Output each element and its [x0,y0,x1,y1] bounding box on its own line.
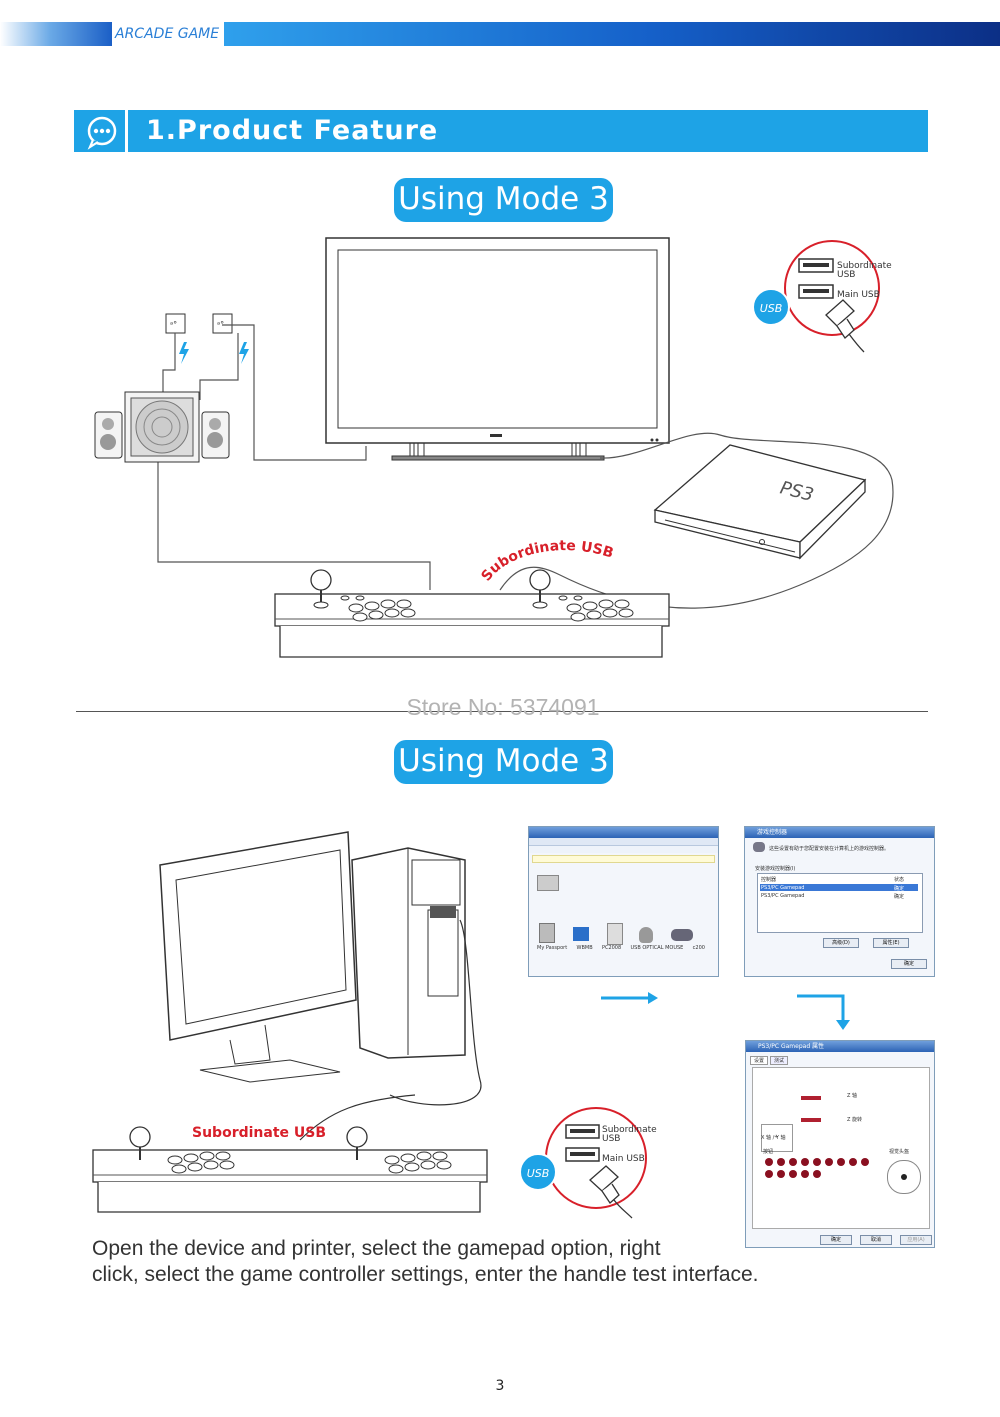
arrow-down-icon [797,994,850,1030]
gamepad-icon [671,929,693,941]
store-watermark: Store No: 5374091 [406,694,600,720]
tab-strip: 设置 测试 [750,1056,789,1065]
lightning-icon [179,342,249,364]
page-number: 3 [495,1378,505,1394]
tv-icon [325,237,670,461]
window-titlebar [529,827,718,838]
usb-plug-icon [825,299,865,353]
apply-button[interactable]: 应用(A) [900,1235,932,1245]
pov-hat-indicator [887,1160,921,1194]
advanced-button[interactable]: 高级(D) [823,938,859,948]
pc-setup-diagram: Subordinate USB Subordinate USB Main USB… [92,831,850,1219]
section-header-bar [74,110,928,152]
printer-icon [537,875,559,891]
svg-text:USB: USB [837,270,855,280]
caption-line-2: click, select the game controller settin… [92,1263,759,1286]
window-titlebar: 游戏控制器 [745,827,934,838]
arcade-controller-icon [92,1126,488,1213]
svg-text:Subordinate: Subordinate [602,1125,657,1135]
header-gradient-right [224,22,1000,46]
controllers-window-screenshot: 游戏控制器 这些设置有助于您配置安装在计算机上的游戏控制器。 安装游戏控制器(I… [744,826,935,977]
chat-bubble-icon [87,116,117,150]
svg-text:Main USB: Main USB [602,1154,645,1164]
svg-text:USB: USB [602,1134,620,1144]
section-icon-box [74,110,128,152]
tab-settings[interactable]: 设置 [750,1056,769,1065]
ok-button[interactable]: 确定 [891,959,927,969]
ok-button[interactable]: 确定 [820,1235,852,1245]
svg-text:Subordinate: Subordinate [837,261,892,271]
xy-axis-box: + [761,1124,793,1152]
brand-label: ARCADE GAME [112,22,224,46]
svg-text:Main USB: Main USB [837,290,880,300]
usb-ports-inset: Subordinate USB Main USB USB [519,1107,657,1219]
mode-title-bottom: Using Mode 3 [394,740,613,784]
subordinate-usb-label: Subordinate USB [192,1125,326,1141]
gamepad-properties-screenshot: PS3/PC Gamepad 属性 设置 测试 + Z 轴 Z 旋转 X 轴 /… [745,1040,935,1248]
computer-icon [607,923,623,945]
drive-icon [539,923,555,943]
instruction-caption: Open the device and printer, select the … [92,1236,892,1288]
svg-text:ᵃ°: ᵃ° [170,320,177,329]
arcade-controller-icon [274,569,670,658]
z-axis-bar [801,1096,821,1100]
header-gradient-left [0,22,112,46]
arrow-right-icon [601,992,658,1004]
test-panel: + Z 轴 Z 旋转 X 轴 / Y 轴 按钮 视觉头盔 [752,1067,930,1229]
svg-text:USB: USB [760,302,783,315]
power-socket-icon: ᵃ° ᵃ° [165,313,233,334]
svg-text:ᵃ°: ᵃ° [217,320,224,329]
usb-badge-icon: USB [519,1153,557,1191]
window-titlebar: PS3/PC Gamepad 属性 [746,1041,934,1052]
tv-setup-diagram: ᵃ° ᵃ° PS3 Subord [94,237,894,658]
tab-test[interactable]: 测试 [770,1056,789,1065]
cancel-button[interactable]: 取消 [860,1235,892,1245]
section-title: 1.Product Feature [146,115,439,146]
svg-text:USB: USB [527,1167,550,1180]
selected-row [760,884,918,891]
properties-button[interactable]: 属性(E) [873,938,909,948]
device-list: My Passport WBMB PC2008 USB OPTICAL MOUS… [537,945,705,951]
monitor-icon [573,927,589,941]
caption-line-1: Open the device and printer, select the … [92,1237,661,1260]
controller-list: 控制器 状态 PS3/PC Gamepad 确定 PS3/PC Gamepad … [757,873,923,933]
mode-title-top: Using Mode 3 [394,178,613,222]
speaker-icon [94,391,230,463]
usb-badge-icon: USB [752,288,790,326]
mouse-icon [639,927,653,943]
section-divider [76,711,928,712]
pc-tower-icon [299,847,482,1141]
usb-ports-inset: Subordinate USB Main USB USB [752,240,892,353]
button-indicators [765,1158,873,1178]
z-rotation-bar [801,1118,821,1122]
devices-window-screenshot: My Passport WBMB PC2008 USB OPTICAL MOUS… [528,826,719,977]
gamepad-icon [753,842,765,852]
game-console-icon: PS3 [653,444,867,560]
usb-plug-icon [589,1165,633,1219]
pc-monitor-icon [159,831,357,1083]
